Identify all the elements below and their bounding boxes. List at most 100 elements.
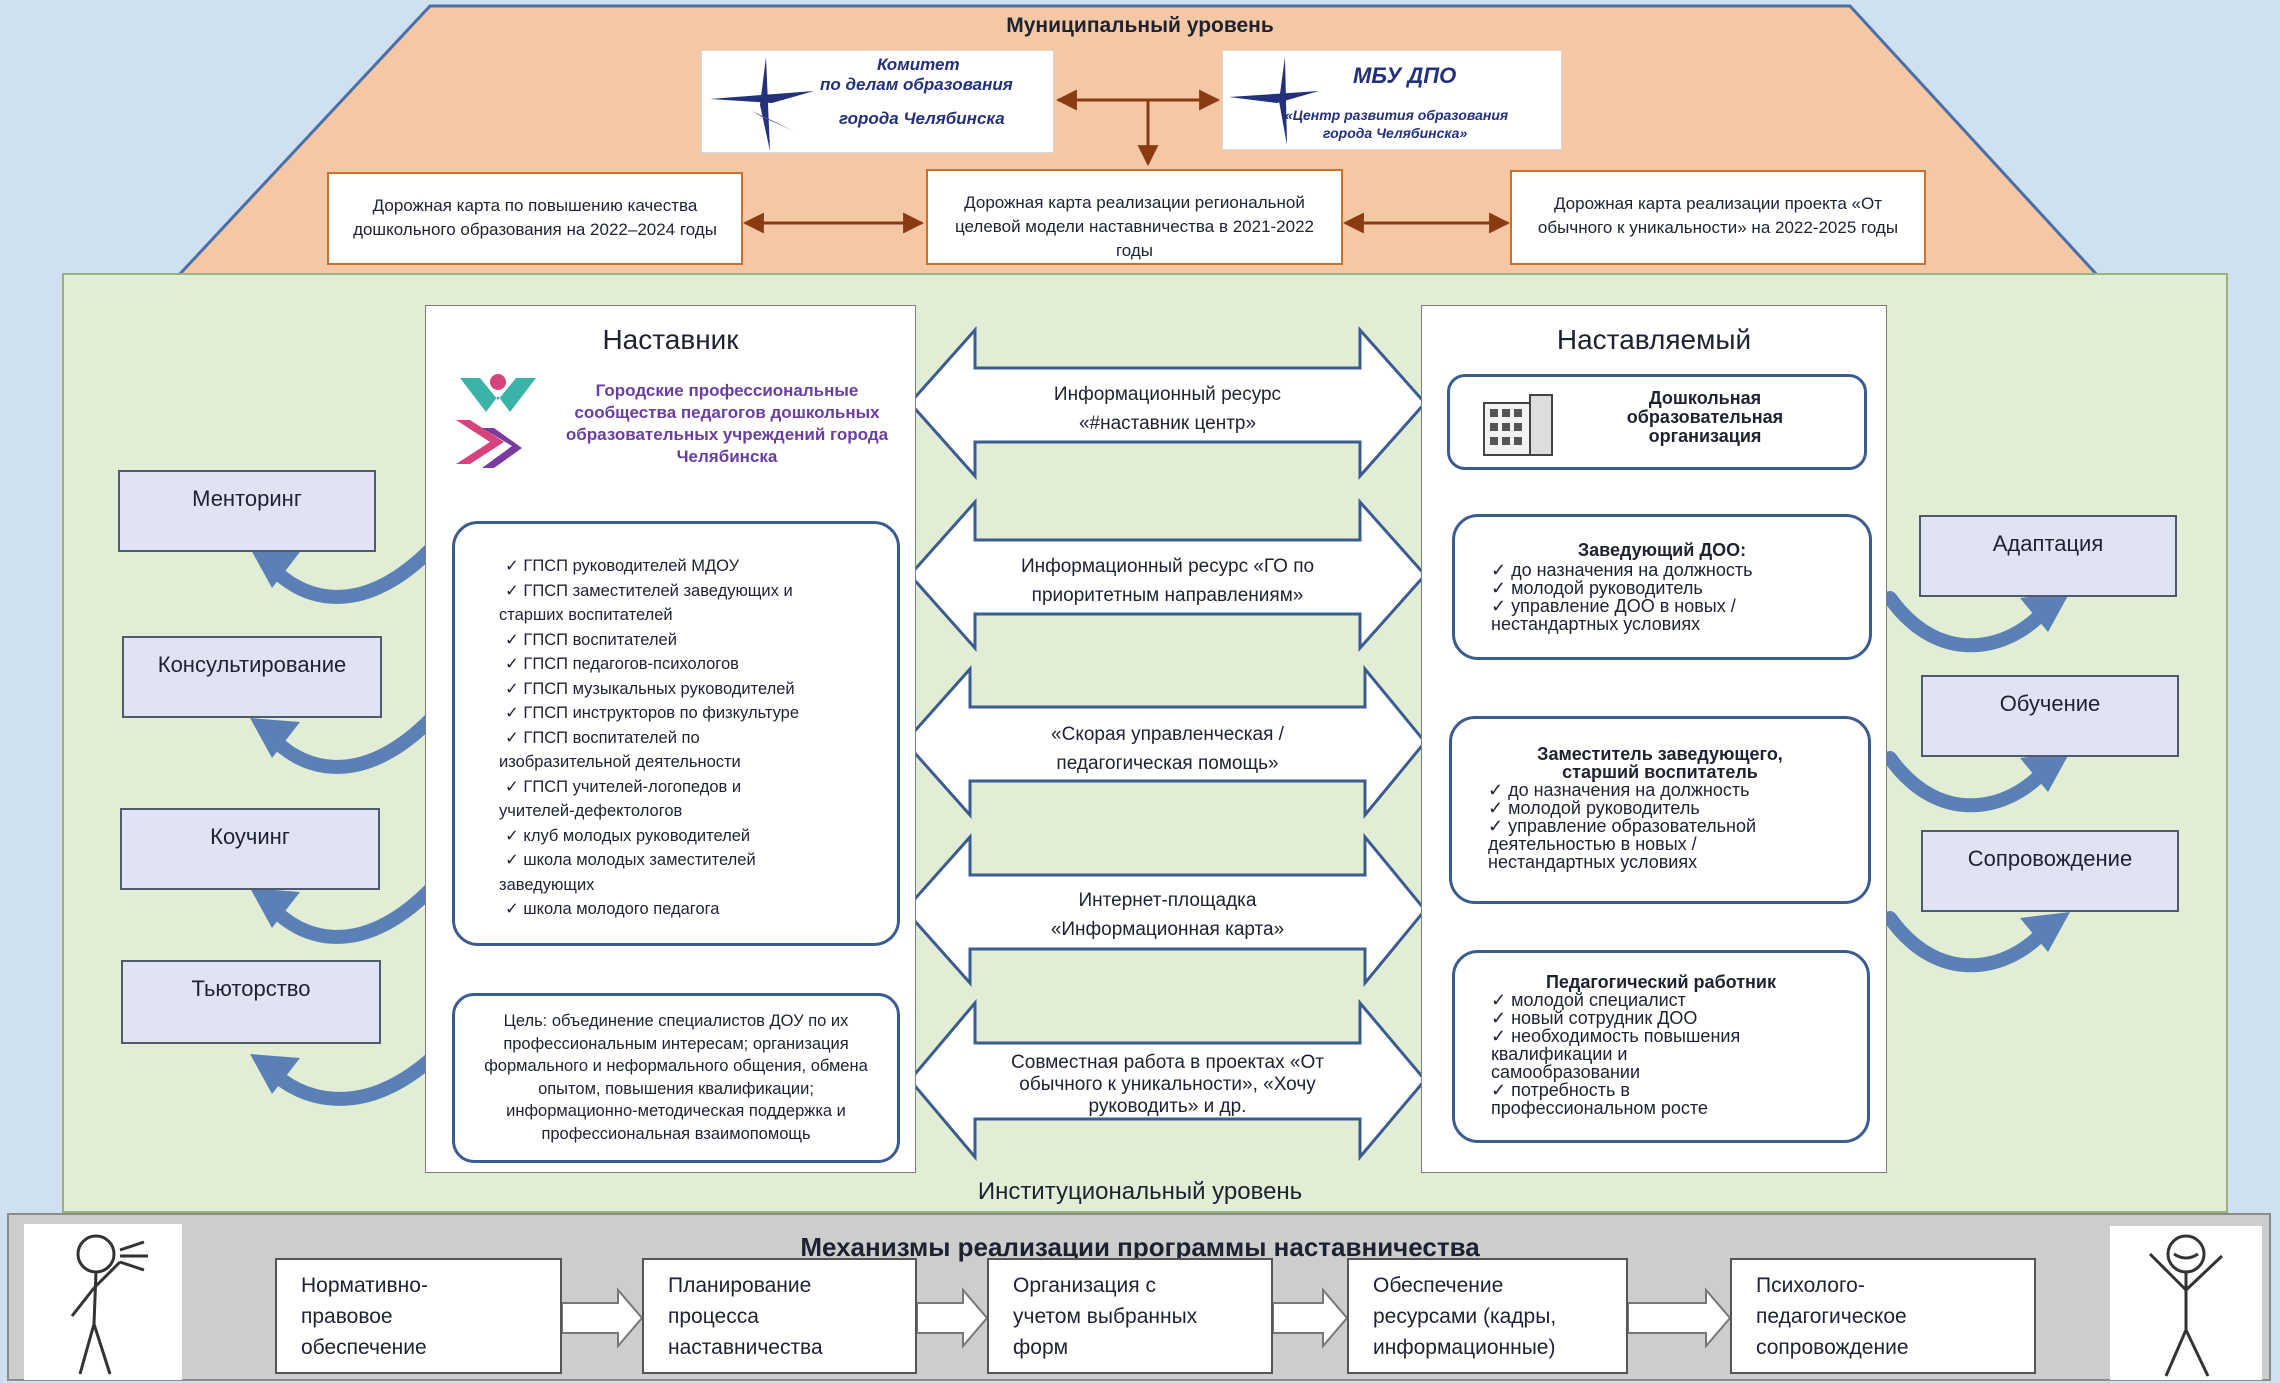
curve-arrow-right-2	[1883, 751, 2052, 813]
mentor-list-item: ✓ школа молодых заместителей	[505, 851, 756, 869]
mentee-head-item: ✓ до назначения на должность	[1491, 560, 1753, 580]
mentee-teacher-item: ✓ необходимость повышения	[1491, 1026, 1741, 1046]
curve-arrow-right-3	[1883, 911, 2052, 973]
mbu-logo-line1: МБУ ДПО	[1353, 63, 1457, 88]
curve-arrow-left-2	[263, 713, 437, 774]
mechanism-5-line3: сопровождение	[1756, 1336, 1909, 1359]
person-shouting-icon	[24, 1224, 182, 1380]
mech-arrow-2	[916, 1287, 989, 1349]
mentor-list-item: ✓ ГПСП учителей-логопедов и	[505, 777, 742, 796]
mechanisms-title: Механизмы реализации программы наставнич…	[800, 1232, 1480, 1262]
mentee-teacher-item: ✓ потребность в	[1491, 1080, 1630, 1100]
community-logo-graphic	[456, 374, 536, 468]
community-logo-text: Городские профессиональные сообщества пе…	[565, 381, 889, 466]
form-mentoring: Менторинг	[118, 470, 376, 552]
roadmap-uniqueness-project: Дорожная карта реализации проекта «От об…	[1510, 170, 1926, 265]
mentor-title: Наставник	[602, 324, 739, 355]
mentee-head-item: нестандартных условиях	[1491, 614, 1701, 634]
mentee-title: Наставляемый	[1556, 324, 1752, 355]
mechanism-1-line1: Нормативно-	[301, 1274, 428, 1297]
mechanism-2-line1: Планирование	[668, 1274, 812, 1297]
mentor-goal-box: Цель: объединение специалистов ДОУ по их…	[452, 993, 900, 1163]
mechanism-planning: Планирование процесса наставничества	[642, 1258, 917, 1374]
center-arrow-5-line3: руководить» и др.	[1088, 1096, 1247, 1117]
mentor-list-item: ✓ ГПСП воспитателей по	[505, 728, 700, 747]
center-arrow-text-5: Совместная работа в проектах «От обычног…	[975, 1052, 1360, 1118]
center-arrow-2-line1: Информационный ресурс «ГО по	[1020, 556, 1315, 577]
institutional-title: Институциональный уровень	[977, 1178, 1303, 1205]
curve-head-right-3	[2020, 912, 2070, 952]
form-consulting: Консультирование	[122, 636, 382, 718]
mbu-logo-mark	[1229, 57, 1319, 145]
mentee-deputy-box: Заместитель заведующего, старший воспита…	[1449, 716, 1871, 904]
person-thinking-icon	[2110, 1226, 2262, 1380]
committee-logo-line3: города Челябинска	[839, 109, 1005, 128]
person-thinking-graphic	[2148, 1234, 2224, 1377]
curve-head-left-1	[250, 548, 300, 588]
mechanism-2-line2: процесса	[668, 1305, 759, 1328]
center-arrow-text-1: Информационный ресурс «#наставник центр»	[975, 380, 1360, 438]
mentor-list-item: изобразительной деятельности	[499, 753, 741, 771]
mentor-list-item: ✓ ГПСП педагогов-психологов	[505, 655, 739, 673]
roadmap-mentoring-model: Дорожная карта реализации региональной ц…	[926, 169, 1343, 265]
center-arrow-5-line1: Совместная работа в проектах «От	[1011, 1052, 1324, 1073]
curve-head-left-3	[250, 888, 300, 928]
center-arrow-4-line2: «Информационная карта»	[1050, 919, 1285, 940]
center-arrow-text-2: Информационный ресурс «ГО по приоритетны…	[975, 552, 1360, 610]
curve-head-right-2	[2020, 752, 2070, 792]
mechanism-4-line1: Обеспечение	[1373, 1274, 1504, 1297]
mentor-communities-box: ✓ ГПСП руководителей МДОУ ✓ ГПСП замести…	[452, 521, 900, 946]
mechanism-1-line3: обеспечение	[301, 1336, 427, 1359]
center-arrow-1-line2: «#наставник центр»	[1078, 413, 1257, 434]
committee-logo-line1: Комитет	[877, 55, 960, 74]
mentee-teacher-item: квалификации и	[1491, 1044, 1628, 1064]
mentee-head-item: ✓ молодой руководитель	[1491, 578, 1703, 598]
curve-head-left-4	[250, 1054, 300, 1094]
curve-head-left-2	[250, 718, 300, 758]
form-support: Сопровождение	[1921, 830, 2179, 912]
mentee-teacher-item: самообразовании	[1491, 1062, 1641, 1082]
mentee-head-box: Заведующий ДОО: ✓ до назначения на должн…	[1452, 514, 1872, 660]
mechanism-organization: Организация с учетом выбранных форм	[987, 1258, 1273, 1374]
committee-logo: Комитет по делам образования города Челя…	[701, 50, 1054, 153]
mentor-list-item: ✓ ГПСП руководителей МДОУ	[505, 557, 740, 575]
mbu-logo-line3: города Челябинска»	[1323, 125, 1468, 141]
mechanism-3-line1: Организация с	[1013, 1274, 1156, 1297]
mechanism-5-line2: педагогическое	[1756, 1305, 1907, 1328]
center-arrow-1-line1: Информационный ресурс	[1053, 384, 1282, 405]
mechanism-5-line1: Психолого-	[1756, 1274, 1865, 1297]
center-arrow-4-line1: Интернет-площадка	[1078, 890, 1257, 911]
mentor-list-item: старших воспитателей	[499, 606, 673, 624]
mentee-teacher-title: Педагогический работник	[1545, 972, 1776, 992]
mechanism-psychological: Психолого- педагогическое сопровождение	[1730, 1258, 2036, 1374]
center-arrow-5-line2: обычного к уникальности», «Хочу	[1019, 1074, 1316, 1095]
building-icon	[1483, 394, 1553, 456]
mentee-deputy-item: деятельностью в новых /	[1488, 834, 1697, 854]
mentor-list-item: ✓ ГПСП инструкторов по физкультуре	[505, 704, 800, 722]
mentee-deputy-item: нестандартных условиях	[1488, 852, 1698, 872]
center-arrow-3-line1: «Скорая управленческая /	[1051, 724, 1284, 745]
center-arrow-text-4: Интернет-площадка «Информационная карта»	[970, 886, 1365, 944]
mech-arrow-1	[561, 1287, 644, 1349]
mechanism-3-line2: учетом выбранных	[1013, 1305, 1198, 1328]
mentee-teacher-box: Педагогический работник ✓ молодой специа…	[1452, 950, 1870, 1143]
mentee-deputy-title-2: старший воспитатель	[1562, 762, 1758, 782]
curve-arrow-right-1	[1883, 591, 2052, 653]
mentor-list-item: ✓ клуб молодых руководителей	[505, 826, 751, 845]
mentor-list-item: учителей-дефектологов	[499, 802, 683, 820]
mentee-teacher-item: профессиональном росте	[1491, 1098, 1708, 1118]
mentor-list-item: заведующих	[499, 875, 595, 894]
mentee-deputy-item: ✓ до назначения на должность	[1488, 780, 1750, 800]
mentee-teacher-item: ✓ молодой специалист	[1491, 990, 1686, 1010]
form-training: Обучение	[1921, 675, 2179, 757]
mentee-org-box: Дошкольная образовательная организация	[1447, 374, 1867, 470]
mbu-logo-line2: «Центр развития образования	[1285, 107, 1509, 123]
form-tutoring: Тьюторство	[121, 960, 381, 1044]
municipal-title: Муниципальный уровень	[1006, 14, 1274, 37]
mentee-deputy-title-1: Заместитель заведующего,	[1537, 744, 1783, 764]
mentor-list-item: ✓ ГПСП музыкальных руководителей	[505, 679, 795, 698]
center-arrow-3-line2: педагогическая помощь»	[1056, 753, 1279, 774]
committee-logo-line2: по делам образования	[820, 75, 1013, 94]
mechanism-4-line2: ресурсами (кадры,	[1373, 1305, 1557, 1328]
mechanism-1-line2: правовое	[301, 1305, 393, 1328]
